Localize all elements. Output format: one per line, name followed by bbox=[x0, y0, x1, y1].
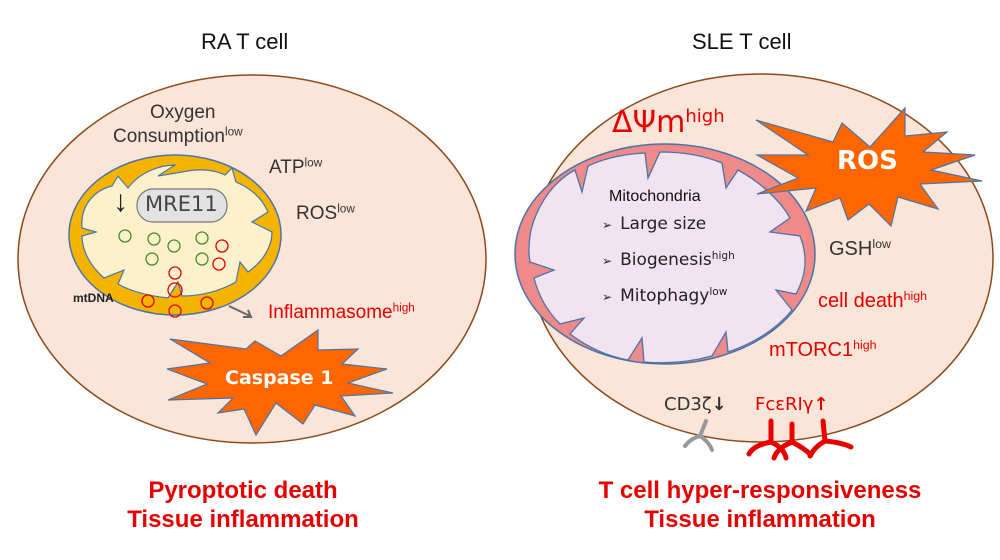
mre11-box bbox=[136, 188, 228, 223]
mtdna-healthy bbox=[195, 231, 209, 245]
bullet-arrow-icon: ➢ bbox=[602, 254, 613, 268]
caspase1-label: Caspase 1 bbox=[225, 367, 334, 389]
gsh-label: GSHlow bbox=[829, 237, 891, 260]
delta-psi-level: high bbox=[685, 106, 725, 128]
fcer-text: FcεRIγ bbox=[755, 394, 814, 415]
ros-burst bbox=[754, 106, 983, 228]
mtdna-damaged bbox=[168, 266, 182, 280]
mtorc1-label: mTORC1high bbox=[769, 338, 877, 361]
atp-label: ATPlow bbox=[269, 156, 323, 178]
sle-outcome-line1: T cell hyper-responsiveness bbox=[598, 477, 922, 504]
cell-death-level: high bbox=[903, 289, 928, 304]
mito-title: Mitochondria bbox=[609, 188, 701, 205]
mtdna-healthy bbox=[167, 239, 181, 253]
bullet-arrow-icon: ➢ bbox=[602, 218, 613, 232]
sle-mitochondrion bbox=[514, 143, 816, 365]
fcer-receptors bbox=[746, 418, 854, 461]
mito-item: ➢ Mitophagylow bbox=[602, 286, 728, 306]
ra-panel-title: RA T cell bbox=[201, 29, 289, 54]
mito-item-level: high bbox=[711, 250, 735, 263]
mito-item-text: Biogenesis bbox=[620, 250, 712, 270]
delta-psi-text: ΔΨm bbox=[612, 105, 686, 140]
mtdna-healthy bbox=[118, 229, 132, 243]
ra-outcome-line1: Pyroptotic death bbox=[148, 477, 338, 504]
atp-level: low bbox=[304, 156, 323, 170]
ros-level: low bbox=[337, 202, 355, 216]
oxygen-label-line2: Consumption bbox=[113, 126, 225, 147]
sle-mito-inner-membrane bbox=[528, 151, 806, 364]
oxygen-level: low bbox=[224, 125, 243, 139]
fcer-label: FcεRIγ↑ bbox=[755, 396, 829, 414]
mito-item-level: low bbox=[709, 286, 728, 299]
mtdna-damaged bbox=[141, 294, 155, 308]
ra-outcome-line2: Tissue inflammation bbox=[127, 506, 359, 533]
mtdna-healthy bbox=[147, 232, 161, 246]
mito-item: ➢ Large size bbox=[602, 216, 706, 233]
mtdna-damaged bbox=[212, 257, 226, 271]
sle-outcome-line2: Tissue inflammation bbox=[644, 506, 876, 533]
sle-panel-title: SLE T cell bbox=[692, 29, 792, 54]
cell-death-text: cell death bbox=[818, 290, 904, 312]
mtdna-label: mtDNA bbox=[73, 291, 114, 305]
gsh-level: low bbox=[872, 237, 891, 252]
mtdna-damaged bbox=[200, 296, 214, 310]
mre11-down-arrow-icon: ↓ bbox=[113, 185, 128, 218]
cd3z-receptor bbox=[683, 419, 714, 452]
atp-text: ATP bbox=[269, 157, 305, 178]
delta-psi-label: ΔΨmhigh bbox=[612, 108, 725, 138]
caspase1-burst bbox=[166, 328, 394, 437]
ros-text: ROS bbox=[296, 203, 338, 224]
mtorc1-text: mTORC1 bbox=[769, 339, 854, 361]
cd3z-down-arrow-icon: ↓ bbox=[711, 394, 727, 415]
arrow-to-inflammasome bbox=[228, 305, 253, 318]
oxygen-label-line1: Oxygen bbox=[150, 102, 216, 123]
mito-item-text: Large size bbox=[620, 214, 707, 234]
cell-death-label: cell deathhigh bbox=[818, 289, 928, 312]
mito-item: ➢ Biogenesishigh bbox=[602, 250, 735, 270]
oxygen-consumption-label: Consumptionlow bbox=[113, 125, 243, 147]
cd3z-text: CD3ζ bbox=[664, 394, 712, 415]
bullet-arrow-icon: ➢ bbox=[602, 290, 613, 304]
mtdna-damaged bbox=[168, 304, 182, 318]
mtdna-circles bbox=[118, 229, 229, 318]
mtorc1-level: high bbox=[853, 338, 877, 353]
mre11-label: MRE11 bbox=[145, 192, 218, 216]
inflammasome-level: high bbox=[392, 301, 415, 315]
cd3z-label: CD3ζ↓ bbox=[664, 396, 727, 414]
ros-burst-label: ROS bbox=[837, 146, 898, 176]
inflammasome-label: Inflammasomehigh bbox=[268, 301, 415, 323]
mtdna-healthy bbox=[145, 252, 159, 266]
mtdna-healthy bbox=[195, 252, 209, 266]
gsh-text: GSH bbox=[829, 238, 873, 260]
mtdna-damaged bbox=[167, 282, 183, 298]
inflammasome-text: Inflammasome bbox=[268, 302, 393, 323]
fcer-up-arrow-icon: ↑ bbox=[813, 394, 829, 415]
ros-low-label: ROSlow bbox=[296, 202, 355, 224]
mtdna-damaged bbox=[215, 239, 229, 253]
mito-item-text: Mitophagy bbox=[620, 286, 710, 306]
